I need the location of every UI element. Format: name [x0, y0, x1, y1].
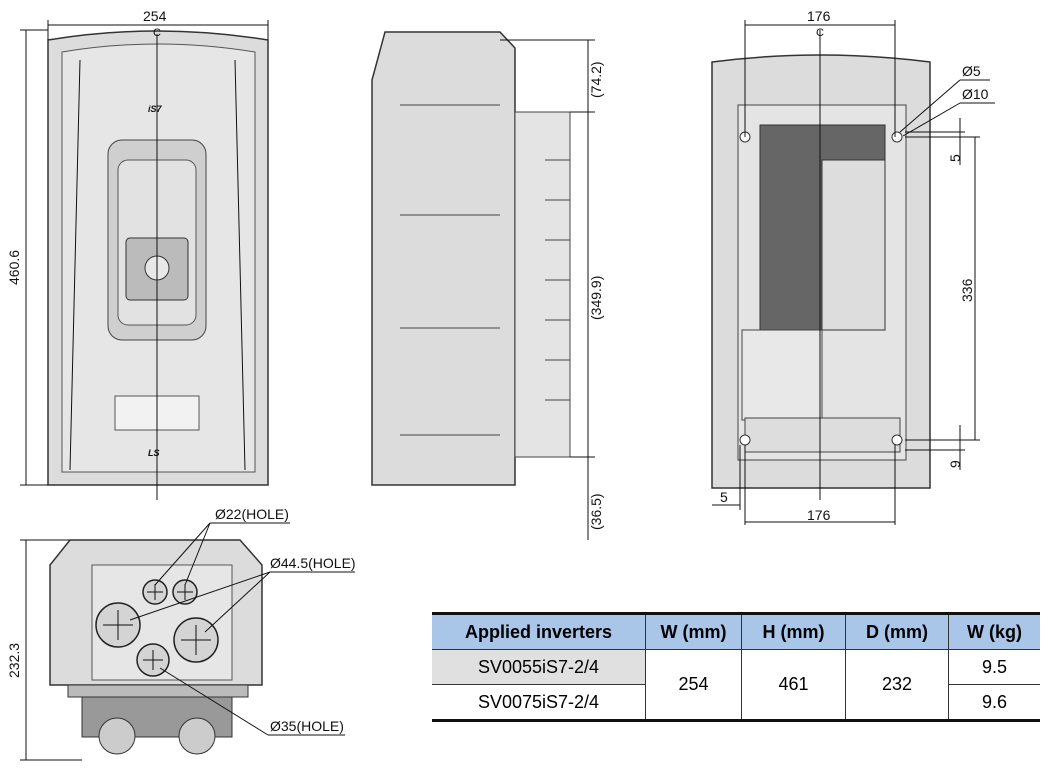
bottom-hole-35: Ø35(HOLE)	[270, 718, 344, 734]
front-centerline: C	[153, 27, 161, 39]
bottom-hole-22: Ø22(HOLE)	[215, 506, 289, 522]
weight-cell: 9.6	[948, 684, 1040, 721]
rear-dim-5-right: 5	[947, 154, 963, 162]
front-width-dim: 254	[143, 8, 167, 24]
rear-bottom-dim: 176	[807, 507, 831, 523]
header-weight: W (kg)	[948, 613, 1040, 650]
side-dim-middle: (349.9)	[588, 276, 604, 320]
rear-hole-small: Ø5	[962, 63, 981, 79]
width-cell: 254	[645, 649, 742, 721]
height-cell: 461	[741, 649, 846, 721]
table-header-row: Applied inverters W (mm) H (mm) D (mm) W…	[432, 613, 1040, 650]
model-cell: SV0075iS7-2/4	[432, 684, 646, 721]
rear-centerline: C	[816, 27, 824, 39]
header-depth: D (mm)	[845, 613, 949, 650]
applied-inverters-table: Applied inverters W (mm) H (mm) D (mm) W…	[432, 612, 1040, 722]
model-cell: SV0055iS7-2/4	[432, 649, 646, 685]
front-view: iS7 LS 254 C 460.6	[6, 8, 269, 500]
rear-dim-9: 9	[947, 460, 963, 468]
table-row: SV0075iS7-2/4 9.6	[432, 684, 1040, 721]
weight-cell: 9.5	[948, 649, 1040, 685]
bottom-height-dim: 232.3	[6, 643, 22, 678]
rear-dim-336: 336	[959, 278, 975, 302]
rear-dim-5-bottom: 5	[720, 489, 728, 505]
rear-hole-large: Ø10	[962, 86, 989, 102]
header-applied-inverters: Applied inverters	[432, 613, 646, 650]
side-view: (74.2) (349.9) (36.5)	[371, 31, 604, 540]
rear-view: 176 C Ø5 Ø10 5 336 9 5 176	[711, 8, 995, 525]
table-row: SV0055iS7-2/4 254 461 232 9.5	[432, 649, 1040, 721]
header-height: H (mm)	[741, 613, 846, 650]
front-logo-ls: LS	[148, 448, 160, 458]
depth-cell: 232	[845, 649, 949, 721]
rear-top-dim: 176	[807, 8, 831, 24]
front-logo-is7: iS7	[148, 104, 163, 114]
side-dim-bottom: (36.5)	[588, 493, 604, 530]
header-width: W (mm)	[645, 613, 742, 650]
side-dim-top: (74.2)	[588, 61, 604, 98]
front-height-dim: 460.6	[6, 250, 22, 285]
bottom-view: Ø22(HOLE) Ø44.5(HOLE) Ø35(HOLE) 232.3	[6, 506, 356, 761]
bottom-hole-44: Ø44.5(HOLE)	[270, 555, 356, 571]
